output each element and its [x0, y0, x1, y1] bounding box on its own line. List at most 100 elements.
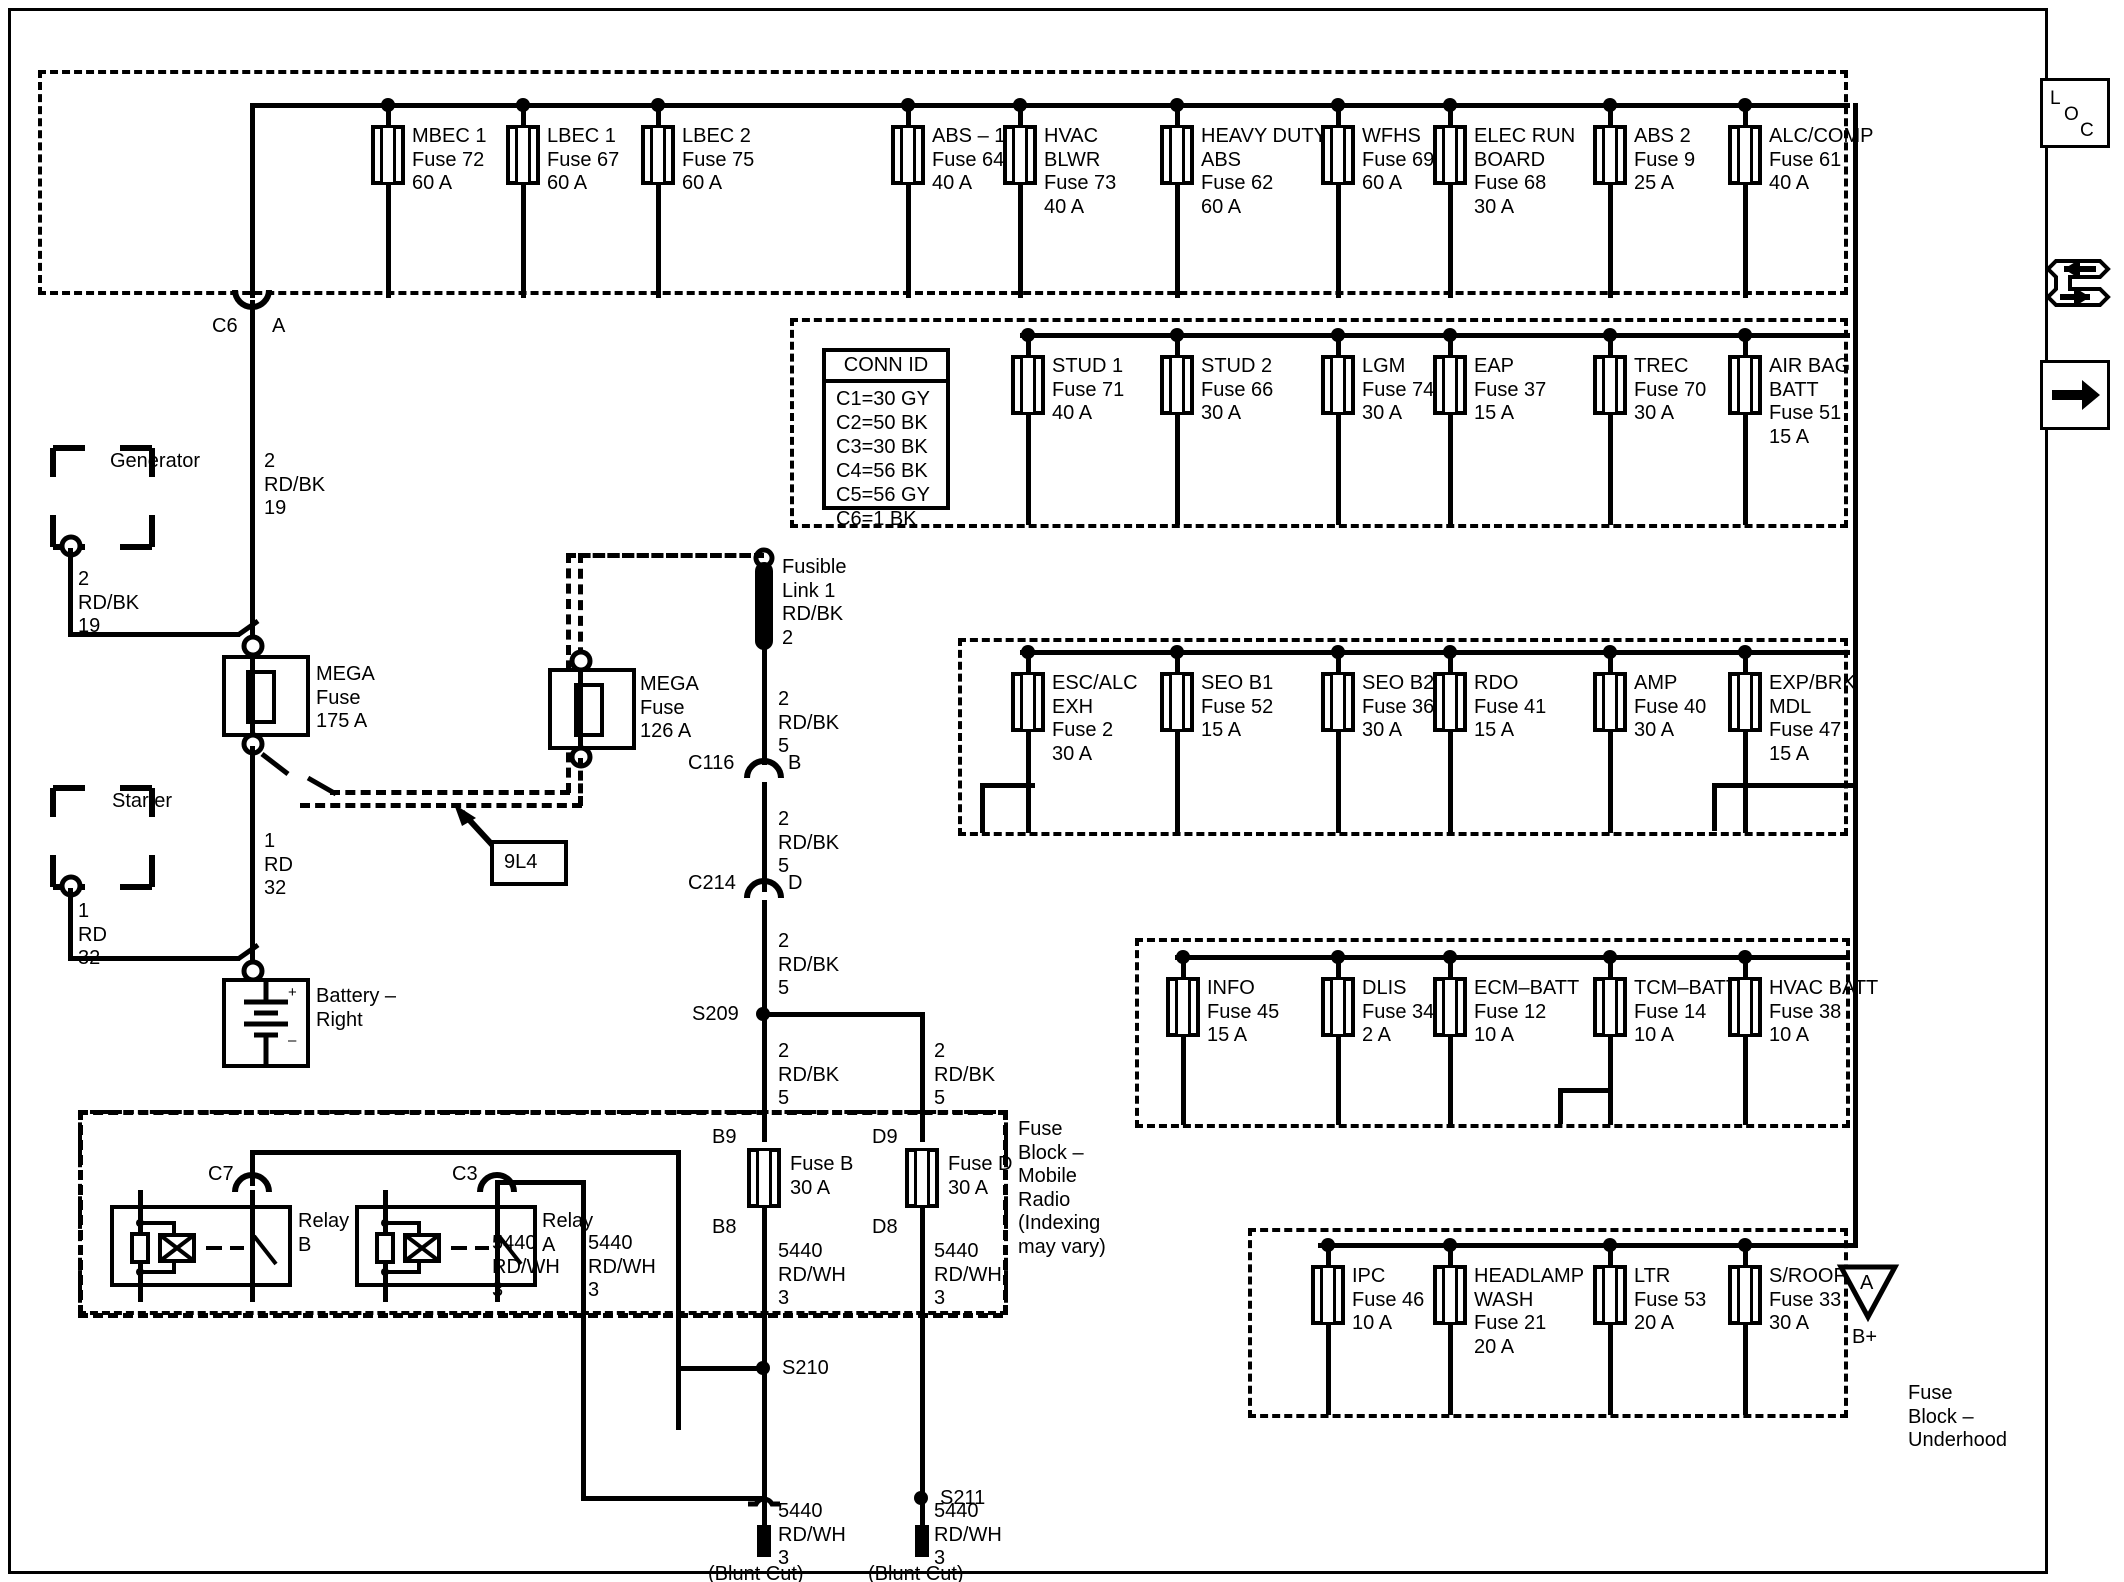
battery-right-label: Battery – Right — [316, 985, 397, 1031]
fuse-label: MBEC 1 Fuse 72 60 A — [412, 125, 487, 195]
fuse-leg — [906, 103, 911, 298]
underhood-block-row3-outline — [958, 638, 1848, 836]
fuse-label: SEO B2 Fuse 36 30 A — [1362, 672, 1435, 742]
fuse-element — [1442, 672, 1458, 732]
fuse-label: TCM–BATT Fuse 14 10 A — [1634, 977, 1739, 1047]
s209-label: S209 — [692, 1003, 739, 1025]
option-9l4-box[interactable] — [490, 840, 568, 886]
fuse-leg — [1026, 333, 1031, 525]
s210-label: S210 — [782, 1357, 829, 1379]
b-plus-ref-letter: A — [1860, 1272, 1874, 1294]
c3-label: C3 — [452, 1163, 478, 1185]
conn-id-rows: C1=30 GY C2=50 BK C3=30 BK C4=56 BK C5=5… — [836, 388, 930, 530]
s209-down — [762, 1012, 767, 1142]
fuse-label: ECM–BATT Fuse 12 10 A — [1474, 977, 1580, 1047]
fuse-leg — [1608, 1243, 1613, 1415]
relay-b-switch-pin — [250, 1190, 255, 1302]
fuse-leg — [1175, 103, 1180, 298]
fuse-b-down — [762, 1205, 767, 1453]
bus-row5 — [1318, 1243, 1858, 1248]
fuse-leg — [1336, 955, 1341, 1125]
relay-b-label: Relay B — [298, 1210, 350, 1256]
fuse-leg — [1608, 650, 1613, 833]
fuse-element — [515, 125, 531, 185]
row3-right-hook-v1 — [1712, 783, 1717, 831]
fuse-leg — [1448, 650, 1453, 833]
row3-right-hook-h — [1712, 783, 1857, 788]
mega-fuse-126-label: MEGA Fuse 126 A — [640, 673, 699, 743]
fuse-element — [1602, 125, 1618, 185]
fuse-leg — [1175, 333, 1180, 525]
fuse-element — [1737, 672, 1753, 732]
c7-top-h — [250, 1150, 680, 1155]
wire-label-c116-c214: 2 RD/BK 5 — [778, 808, 840, 878]
fuse-label: ABS – 1 Fuse 64 40 A — [932, 125, 1006, 195]
mobile-radio-dash-bottom — [78, 1313, 1003, 1318]
c3-to-s211 — [581, 1496, 766, 1501]
fuse-leg — [386, 103, 391, 298]
row3-left-hook-h — [980, 783, 1035, 788]
relay-a-label: Relay A — [542, 1210, 594, 1256]
fusible-link-body — [755, 562, 773, 650]
wire-label-relay-b-out: 5440 RD/WH 3 — [588, 1232, 656, 1302]
underhood-block-row4-outline — [1135, 938, 1850, 1128]
wire-label-fused-down: 5440 RD/WH 3 — [934, 1240, 1002, 1310]
generator-lead-h — [68, 632, 240, 637]
generator-lead-kink — [236, 618, 260, 638]
c116-connector-icon — [744, 758, 784, 779]
wire-label-s209-left: 2 RD/BK 5 — [778, 1040, 840, 1110]
blunt-cut-left-tip — [757, 1525, 771, 1557]
mega175-internal — [250, 655, 255, 737]
wire-label-mega-to-batt: 1 RD 32 — [264, 830, 293, 900]
fuse-leg — [1026, 650, 1031, 833]
c3-connector-icon — [477, 1172, 517, 1193]
mega126-dashed-left — [300, 803, 582, 808]
fuse-element — [1602, 672, 1618, 732]
c116-pin-label: B — [788, 752, 802, 774]
nav-arrows-icon[interactable] — [2040, 255, 2114, 317]
starter-label: Starter — [112, 790, 173, 812]
fuse-element — [1737, 125, 1753, 185]
wire-label-fuseb-down: 5440 RD/WH 3 — [778, 1240, 846, 1310]
row3-left-hook-v — [980, 783, 985, 833]
fuse-element — [1330, 125, 1346, 185]
fuse-element — [1602, 1265, 1618, 1325]
fuse-leg — [1608, 103, 1613, 298]
fuse-leg — [1448, 955, 1453, 1125]
fuse-element — [1020, 355, 1036, 415]
generator-lead-v — [68, 548, 73, 636]
fuse-label: HEADLAMP WASH Fuse 21 20 A — [1474, 1265, 1585, 1358]
c116-to-c214 — [762, 782, 767, 892]
row4-hook-v — [1558, 1088, 1563, 1124]
fuse-label: STUD 2 Fuse 66 30 A — [1201, 355, 1274, 425]
fuse-label: AMP Fuse 40 30 A — [1634, 672, 1707, 742]
fuse-label: HVAC BATT Fuse 38 10 A — [1769, 977, 1878, 1047]
loc-button[interactable] — [2040, 78, 2110, 148]
loc-icon-o: O — [2064, 104, 2079, 125]
fuse-label: HVAC BLWR Fuse 73 40 A — [1044, 125, 1117, 218]
c3-down — [581, 1180, 586, 1500]
fuse-leg — [1448, 1243, 1453, 1415]
mega126-internal — [578, 668, 583, 750]
starter-lead-kink — [236, 942, 260, 962]
bus-row1 — [250, 103, 1850, 108]
fuse-label: SEO B1 Fuse 52 15 A — [1201, 672, 1274, 742]
underhood-block-row2-outline — [790, 318, 1848, 528]
fuse-leg — [1743, 103, 1748, 298]
wire-label-starter-lead: 1 RD 32 — [78, 900, 107, 970]
c214-label: C214 — [688, 872, 736, 894]
conn-id-header: CONN ID — [826, 352, 946, 383]
battery-plus-sign: + — [288, 984, 297, 1001]
arrow-right-icon — [2052, 380, 2100, 410]
fuse-leg — [1448, 333, 1453, 525]
option-9l4-kink — [260, 752, 290, 776]
fuse-leg — [656, 103, 661, 298]
c3-riser — [495, 1180, 500, 1190]
d9-pin-label: D9 — [872, 1126, 898, 1148]
s210-down — [762, 1366, 767, 1496]
fuse-element — [380, 125, 396, 185]
fuse-b-label: Fuse B 30 A — [790, 1153, 854, 1199]
fuse-leg — [1181, 955, 1186, 1125]
fuse-leg — [1336, 103, 1341, 298]
c7-to-b9 — [676, 1150, 681, 1430]
